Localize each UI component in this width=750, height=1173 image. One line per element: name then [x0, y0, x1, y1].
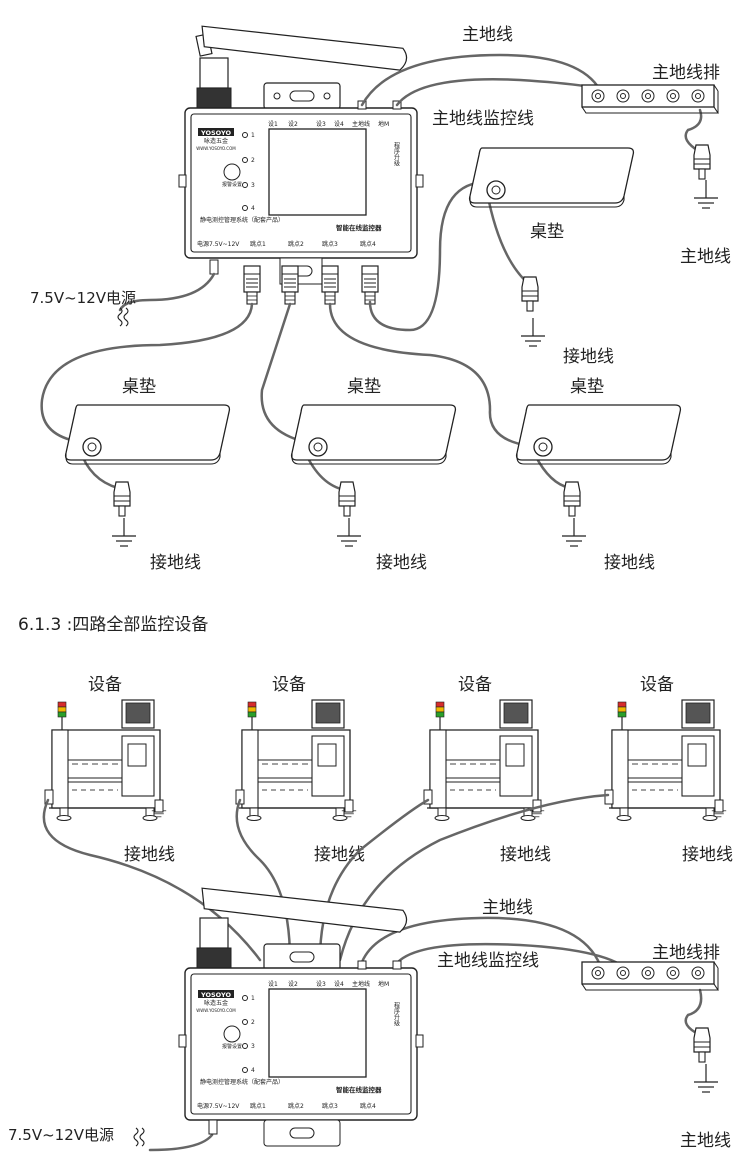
label-ground-wire: 接地线: [500, 845, 551, 865]
label-ground-wire: 接地线: [682, 845, 733, 865]
controller-url: WWW.YOSOYO.COM: [196, 146, 236, 151]
label-device: 设备: [640, 675, 674, 695]
port-label: 设3: [316, 980, 326, 988]
port-label: 跳点4: [360, 240, 376, 248]
port-label: 电源7.5V~12V: [197, 240, 240, 248]
label-device: 设备: [272, 675, 306, 695]
led-label: 3: [251, 182, 255, 189]
port-label: 跳点3: [322, 240, 338, 248]
table-mat: [515, 404, 682, 465]
ground-symbol: [693, 179, 719, 209]
table-mat: [468, 147, 635, 208]
port-label: 跳点2: [288, 240, 304, 248]
product-label: 智能在线监控器: [336, 1085, 382, 1094]
label-table-mat: 桌垫: [122, 377, 156, 397]
label-device: 设备: [458, 675, 492, 695]
port-label: 主地线: [352, 980, 370, 988]
port-label: 设1: [268, 980, 278, 988]
port-label: 设2: [288, 120, 298, 128]
label-main-ground-bar: 主地线排: [652, 63, 720, 83]
power-jack: [208, 1119, 218, 1135]
port-label: 地M: [378, 120, 389, 128]
ground-symbol: [111, 517, 137, 547]
diagram-1: YOSOYO 咏造五金 WWW.YOSOYO.COM 1 2 3 4 报警设置 …: [30, 25, 731, 573]
controller-logo: YOSOYO: [200, 129, 231, 137]
diagram-2: 设备 设备 设备 设备 接地线 接地线 接地线 接地线: [8, 675, 733, 1152]
port-label: 跳点1: [250, 1102, 266, 1110]
controller-2: YOSOYO 咏造五金 WWW.YOSOYO.COM 1 2 3 4 报警设置 …: [178, 960, 424, 1147]
equipment: [238, 699, 354, 822]
label-table-mat: 桌垫: [570, 377, 604, 397]
led-label: 1: [251, 132, 255, 139]
ground-bar: [581, 961, 719, 991]
power-jack: [209, 259, 219, 275]
led-label: 3: [251, 1043, 255, 1050]
port-label: 地M: [378, 980, 389, 988]
port-label: 设3: [316, 120, 326, 128]
product-label: 智能在线监控器: [336, 223, 382, 232]
port-label: 跳点3: [322, 1102, 338, 1110]
label-ground-wire: 接地线: [150, 553, 201, 573]
label-table-mat: 桌垫: [347, 377, 381, 397]
ground-symbol: [561, 517, 587, 547]
label-main-ground: 主地线: [482, 898, 533, 918]
port-label: 主地线: [352, 120, 370, 128]
system-label: 静电测控管理系统（配套产品）: [200, 1078, 284, 1086]
alarm-knob: [223, 163, 241, 181]
label-power: 7.5V~12V电源: [8, 1126, 114, 1144]
antenna: [195, 25, 408, 111]
label-device: 设备: [88, 675, 122, 695]
ground-symbol: [336, 517, 362, 547]
knob-label: 报警设置: [222, 181, 242, 188]
label-power: 7.5V~12V电源: [30, 289, 136, 307]
label-ground-wire: 接地线: [124, 845, 175, 865]
equipment: [608, 699, 724, 822]
controller-url: WWW.YOSOYO.COM: [196, 1008, 236, 1013]
led-label: 2: [251, 1019, 255, 1026]
equipment: [48, 699, 164, 822]
port-label: 跳点1: [250, 240, 266, 248]
label-ground-wire: 接地线: [376, 553, 427, 573]
led-label: 2: [251, 157, 255, 164]
section-title: 6.1.3 :四路全部监控设备: [18, 615, 208, 635]
label-main-ground: 主地线: [462, 25, 513, 45]
led-label: 4: [251, 205, 255, 212]
ground-symbol: [693, 1063, 719, 1093]
controller-1: YOSOYO 咏造五金 WWW.YOSOYO.COM 1 2 3 4 报警设置 …: [178, 100, 424, 285]
alarm-knob: [223, 1025, 241, 1043]
controller-logo: YOSOYO: [200, 991, 231, 999]
port-label: 设2: [288, 980, 298, 988]
port-label: 跳点4: [360, 1102, 376, 1110]
label-ground-wire: 接地线: [604, 553, 655, 573]
ground-bar: [581, 84, 719, 114]
port-label: 设1: [268, 120, 278, 128]
port-label: 电源7.5V~12V: [197, 1102, 240, 1110]
label-main-ground-monitor: 主地线监控线: [437, 951, 539, 971]
label-ground-wire: 接地线: [314, 845, 365, 865]
label-main-ground-bar: 主地线排: [652, 943, 720, 963]
port-label: 设4: [334, 120, 344, 128]
led-label: 1: [251, 995, 255, 1002]
controller-logo-sub: 咏造五金: [204, 137, 228, 145]
port-label: 设4: [334, 980, 344, 988]
label-bar-ground: 主地线: [680, 247, 731, 267]
port-label: 跳点2: [288, 1102, 304, 1110]
knob-label: 报警设置: [222, 1043, 242, 1050]
led-label: 4: [251, 1067, 255, 1074]
table-mat: [64, 404, 231, 465]
side-label: 程序升级: [393, 1001, 400, 1027]
label-main-ground-monitor: 主地线监控线: [432, 109, 534, 129]
label-bar-ground: 主地线: [680, 1131, 731, 1151]
side-label: 程序升级: [393, 141, 400, 167]
table-mat: [290, 404, 457, 465]
ground-symbol: [520, 317, 546, 347]
system-label: 静电测控管理系统（配套产品）: [200, 216, 284, 224]
equipment: [426, 699, 542, 822]
label-table-mat: 桌垫: [530, 222, 564, 242]
controller-logo-sub: 咏造五金: [204, 999, 228, 1007]
label-ground-wire: 接地线: [563, 347, 614, 367]
